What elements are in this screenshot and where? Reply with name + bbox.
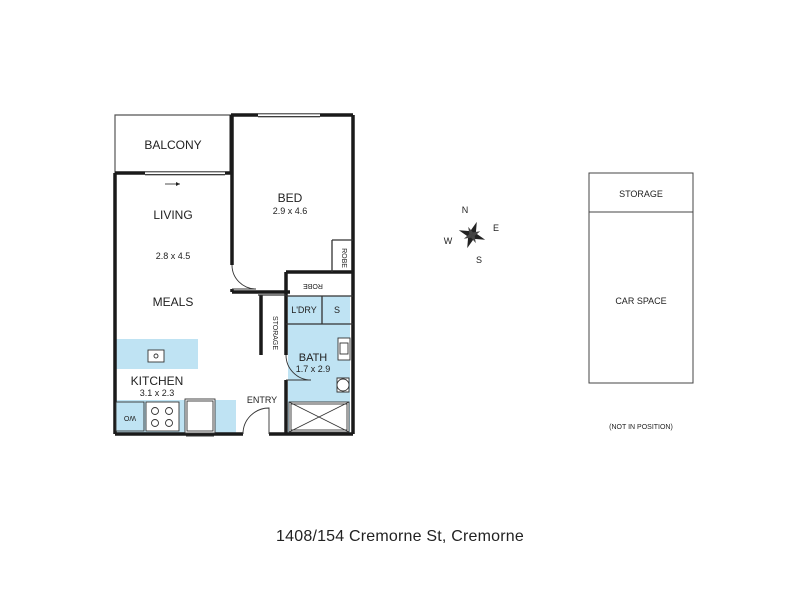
- balcony-label: BALCONY: [144, 138, 201, 152]
- walls: [113, 113, 355, 436]
- interior-walls: [258, 239, 353, 325]
- robe-horizontal-label: ROBE: [303, 282, 323, 289]
- meals-label: MEALS: [153, 295, 194, 309]
- kitchen-fixtures: [115, 349, 216, 437]
- laundry-fill: [288, 296, 350, 324]
- compass-e: E: [493, 223, 499, 233]
- bed-dims: 2.9 x 4.6: [273, 206, 308, 216]
- not-in-position-note: (NOT IN POSITION): [609, 424, 673, 431]
- car-storage-label: STORAGE: [619, 189, 663, 199]
- car-space-label: CAR SPACE: [615, 296, 666, 306]
- vanity-icon: [337, 337, 351, 361]
- robe-vertical-label: ROBE: [340, 248, 347, 268]
- kitchen-dims: 3.1 x 2.3: [140, 388, 175, 398]
- bed-label: BED: [278, 191, 303, 205]
- car-park: [588, 172, 694, 384]
- sink-icon: [147, 349, 165, 363]
- compass-n: N: [462, 205, 469, 215]
- laundry-label: L'DRY: [291, 305, 317, 315]
- kitchen-label: KITCHEN: [131, 374, 184, 388]
- wo-box: [115, 401, 145, 432]
- car-space-box: [588, 211, 694, 384]
- room-labels: BALCONY LIVING 2.8 x 4.5 MEALS KITCHEN 3…: [123, 138, 347, 421]
- fridge-icon: [184, 398, 216, 434]
- entry-label: ENTRY: [247, 395, 277, 405]
- property-address: 1408/154 Cremorne St, Cremorne: [276, 528, 524, 545]
- wo-label: WO: [123, 414, 136, 421]
- s-label: S: [334, 305, 340, 315]
- openings: [145, 113, 320, 186]
- living-dims: 2.8 x 4.5: [156, 251, 191, 261]
- compass-s: S: [476, 255, 482, 265]
- door-swings: [231, 264, 312, 435]
- bath-label: BATH: [299, 352, 328, 364]
- bath-fixtures: [288, 337, 351, 433]
- bath-dims: 1.7 x 2.9: [296, 364, 331, 374]
- living-label: LIVING: [153, 208, 192, 222]
- compass-w: W: [444, 236, 453, 246]
- cooktop-icon: [145, 401, 180, 432]
- storage-hall-label: STORAGE: [271, 316, 278, 350]
- compass-rose-icon: N E S W: [444, 205, 499, 265]
